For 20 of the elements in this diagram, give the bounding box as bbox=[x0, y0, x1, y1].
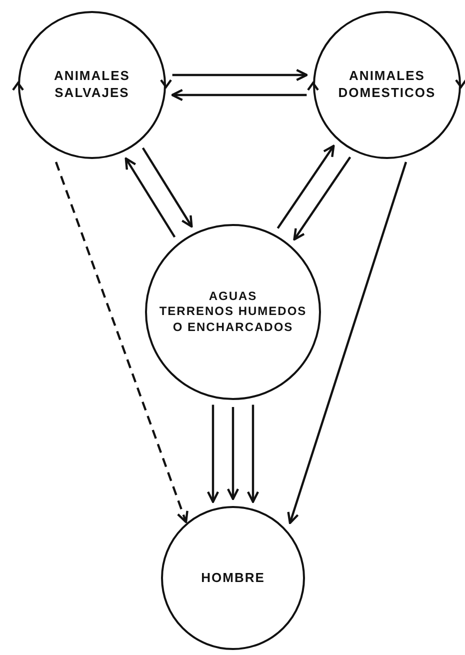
arrow bbox=[142, 147, 193, 228]
arrow bbox=[54, 162, 188, 524]
arrow bbox=[287, 162, 408, 524]
arrow bbox=[293, 156, 352, 241]
arrow bbox=[226, 407, 240, 500]
circle-node bbox=[313, 11, 461, 159]
circle-node bbox=[145, 224, 321, 400]
arrow bbox=[206, 404, 220, 503]
arrow bbox=[276, 144, 335, 229]
arrow bbox=[172, 68, 308, 82]
node-label: AGUAS bbox=[208, 288, 258, 304]
node-label: ANIMALES SALVAJES bbox=[53, 68, 131, 102]
node-label: ANIMALES DOMESTICOS bbox=[337, 68, 437, 102]
node-label: TERRENOS HUMEDOS O ENCHARCADOS bbox=[158, 304, 308, 336]
circle-node bbox=[18, 11, 166, 159]
node-label: HOMBRE bbox=[200, 570, 266, 586]
arrow bbox=[124, 157, 176, 238]
circle-node bbox=[161, 506, 305, 650]
arrow bbox=[171, 88, 307, 102]
arrow bbox=[246, 404, 260, 503]
